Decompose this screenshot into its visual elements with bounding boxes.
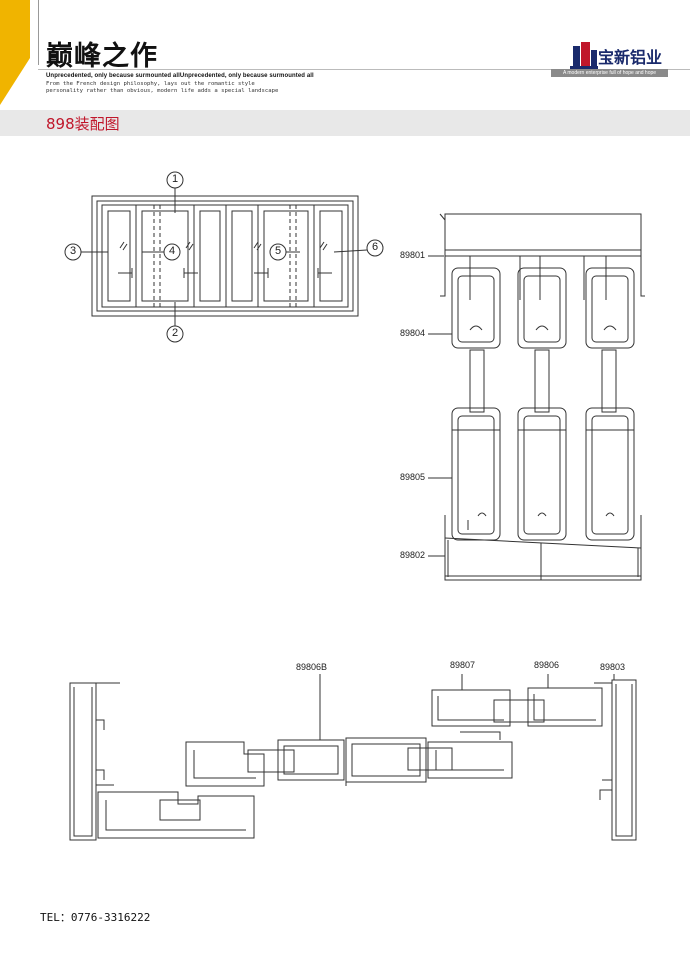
tagline-bold: Unprecedented, only because surmounted a… [46, 73, 314, 79]
part-label-89803: 89803 [600, 662, 626, 672]
building-logo-icon [570, 42, 598, 69]
marker-6: 6 [371, 241, 379, 253]
section-band [0, 110, 690, 136]
marker-5: 5 [274, 245, 282, 257]
marker-3: 3 [69, 245, 77, 257]
part-label-89807: 89807 [450, 660, 476, 670]
marker-1: 1 [171, 173, 179, 185]
horizontal-section [69, 674, 637, 841]
tagline-line-2: personality rather than obvious, modern … [46, 88, 279, 94]
logo-slogan: A modern enterprise full of hope and hop… [551, 69, 668, 77]
part-label-89806b: 89806B [296, 662, 328, 672]
tagline-line-1: From the French design philosophy, lays … [46, 81, 255, 87]
part-label-89804: 89804 [400, 328, 426, 338]
marker-2: 2 [171, 327, 179, 339]
page-title: 巅峰之作 [46, 41, 158, 72]
part-label-89805: 89805 [400, 472, 426, 482]
corner-accent [0, 0, 30, 105]
part-label-89801: 89801 [400, 250, 426, 260]
part-label-89806: 89806 [534, 660, 560, 670]
section-title: 898装配图 [46, 115, 120, 133]
header-divider [38, 0, 39, 65]
marker-4: 4 [168, 245, 176, 257]
vertical-section [428, 213, 645, 581]
footer-tel: TEL：0776-3316222 [40, 911, 151, 924]
part-label-89802: 89802 [400, 550, 426, 560]
logo-name: 宝新铝业 [598, 48, 663, 67]
header-rule [38, 69, 690, 70]
elevation-view [64, 171, 384, 343]
